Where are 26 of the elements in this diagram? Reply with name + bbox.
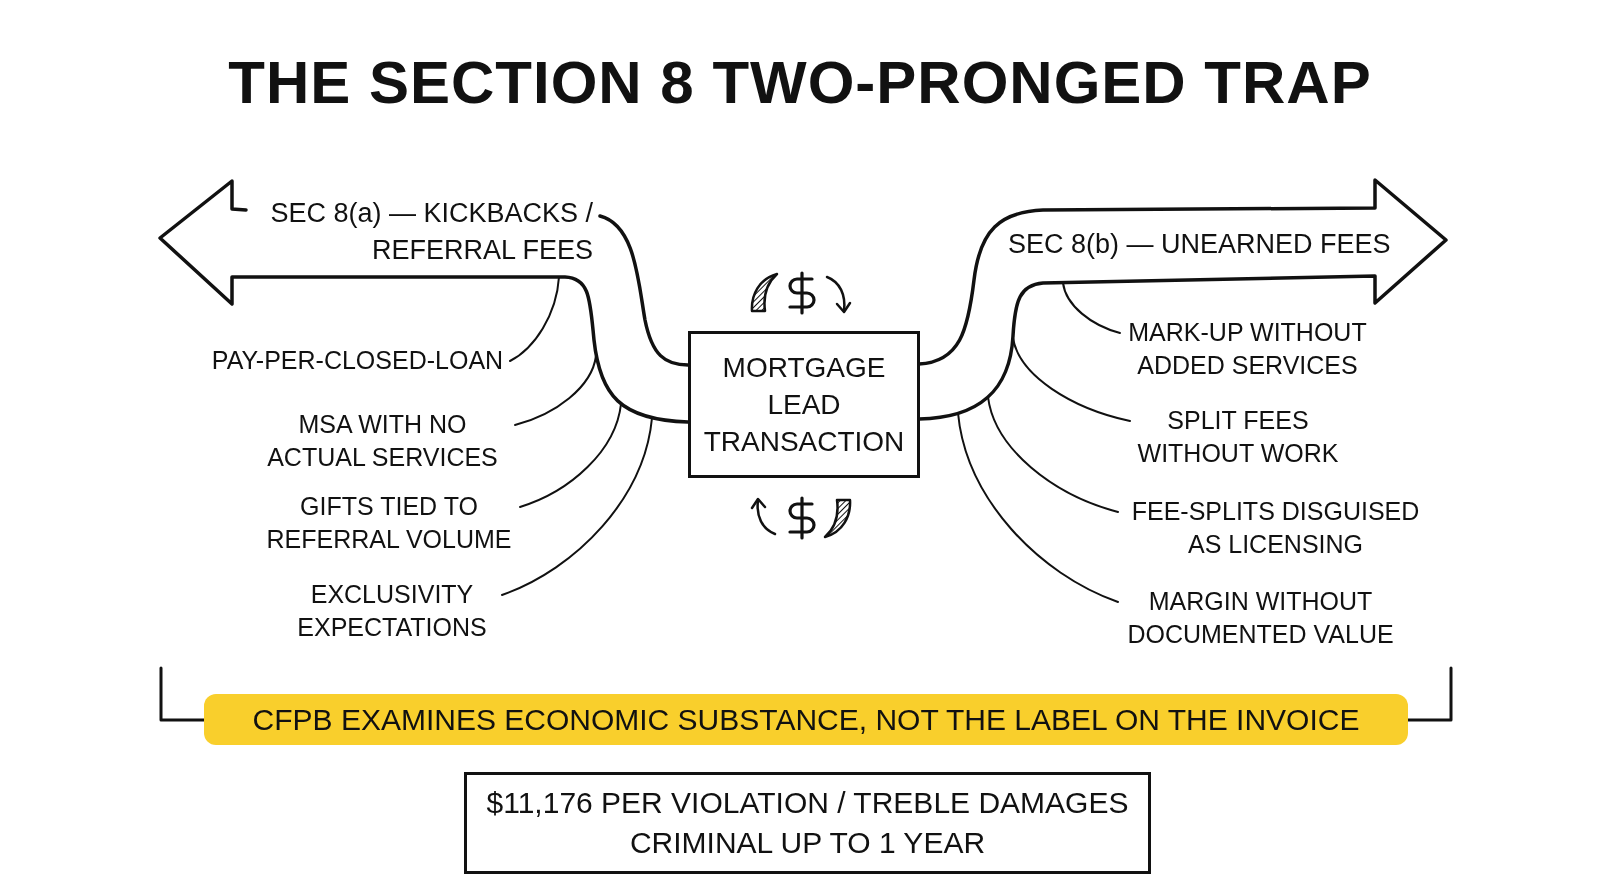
leader-line [1062,282,1121,334]
leader-line [509,276,560,362]
item-label: EXCLUSIVITY EXPECTATIONS [282,578,502,644]
box-text: $11,176 PER VIOLATION / TREBLE DAMAGES [486,785,1129,821]
item-label: PAY-PER-CLOSED-LOAN [205,344,510,380]
highlight-band [204,694,1408,745]
highlight-text: CFPB EXAMINES ECONOMIC SUBSTANCE, NOT THE LABEL ON THE INVOICE [252,701,1360,738]
item-label: MSA WITH NO ACTUAL SERVICES [250,408,515,474]
leader-line [957,412,1119,603]
arrow-label: SEC 8(a) — KICKBACKS / REFERRAL FEES [269,197,593,267]
box-label: MORTGAGE LEAD TRANSACTION [702,351,906,459]
leader-line [501,417,653,596]
leader-line [987,396,1119,513]
process-box [688,331,920,478]
leader-line [1012,337,1131,422]
arrow-label: SEC 8(b) — UNEARNED FEES [1008,228,1391,261]
item-label: GIFTS TIED TO REFERRAL VOLUME [258,490,520,556]
box-text: CRIMINAL UP TO 1 YEAR [629,825,986,861]
title: THE SECTION 8 TWO-PRONGED TRAP [228,50,1372,116]
item-label: SPLIT FEES WITHOUT WORK [1130,404,1346,470]
leader-line [514,355,597,426]
outlined-box [464,772,1151,874]
item-label: MARGIN WITHOUT DOCUMENTED VALUE [1118,585,1403,651]
item-label: MARK-UP WITHOUT ADDED SERVICES [1120,316,1375,382]
leader-line [519,403,622,508]
item-label: FEE-SPLITS DISGUISED AS LICENSING [1118,495,1433,561]
